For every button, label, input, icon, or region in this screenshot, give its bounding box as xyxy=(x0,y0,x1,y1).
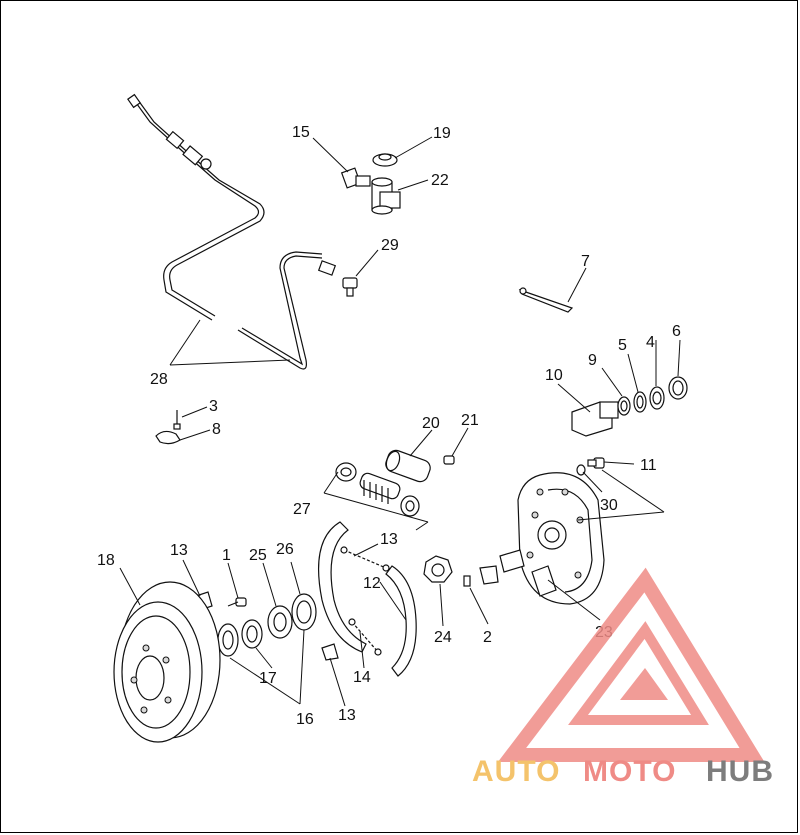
wheel-cylinder-kit xyxy=(335,449,455,517)
callout-20: 19 xyxy=(433,125,451,142)
wordmark-auto: AUTO xyxy=(472,755,560,788)
hub-nut xyxy=(423,555,453,583)
callout-25: 24 xyxy=(434,629,452,646)
callout-5: 5 xyxy=(618,337,627,354)
brake-drum xyxy=(113,581,221,743)
brake-shoes xyxy=(317,521,417,677)
bolt-and-washer xyxy=(576,457,605,476)
callout-14: 13 xyxy=(380,531,398,548)
callout-27: 26 xyxy=(276,541,294,558)
automotohub-logo xyxy=(497,567,765,762)
callout-10: 10 xyxy=(545,367,563,384)
backing-plate xyxy=(517,472,605,605)
wordmark-hub: HUB xyxy=(706,755,774,788)
bearing-group xyxy=(195,591,339,661)
callout-4: 4 xyxy=(646,334,655,351)
screw-and-clip xyxy=(155,410,181,445)
callout-22: 21 xyxy=(461,412,479,429)
callout-19: 18 xyxy=(97,552,115,569)
automotohub-wordmark: AUTO MOTO HUB xyxy=(472,755,774,788)
callout-16: 15 xyxy=(292,124,310,141)
adjuster-parts xyxy=(463,549,525,587)
callout-28: 27 xyxy=(293,501,311,518)
callout-2: 2 xyxy=(483,629,492,646)
callout-11: 11 xyxy=(640,457,657,474)
callout-31: 30 xyxy=(600,497,618,514)
callout-23: 22 xyxy=(431,172,449,189)
callout-8: 8 xyxy=(212,421,221,438)
bleed-screw xyxy=(342,277,358,297)
callout-18: 17 xyxy=(259,670,277,687)
leader-lines xyxy=(119,136,681,707)
brake-cable xyxy=(127,93,337,370)
callout-7: 7 xyxy=(581,253,590,270)
cotter-pin xyxy=(518,287,574,313)
brake-line-fitting xyxy=(340,153,401,215)
callout-3: 3 xyxy=(209,398,218,415)
callout-13-top: 13 xyxy=(170,542,188,559)
callout-6: 6 xyxy=(672,323,681,340)
callout-1: 1 xyxy=(222,547,231,564)
callout-29: 28 xyxy=(150,371,168,388)
callout-labels: 15 19 22 29 7 28 6 5 4 9 10 3 8 20 21 11… xyxy=(97,124,681,728)
callout-30: 29 xyxy=(381,237,399,254)
stub-axle-group xyxy=(571,376,688,437)
callout-9: 9 xyxy=(588,352,597,369)
wordmark-moto: MOTO xyxy=(583,755,676,788)
callout-12: 12 xyxy=(363,575,381,592)
callout-17: 16 xyxy=(296,711,314,728)
callout-21: 20 xyxy=(422,415,440,432)
callout-13-bottom: 13 xyxy=(338,707,356,724)
callout-15: 14 xyxy=(353,669,371,686)
callout-26: 25 xyxy=(249,547,267,564)
